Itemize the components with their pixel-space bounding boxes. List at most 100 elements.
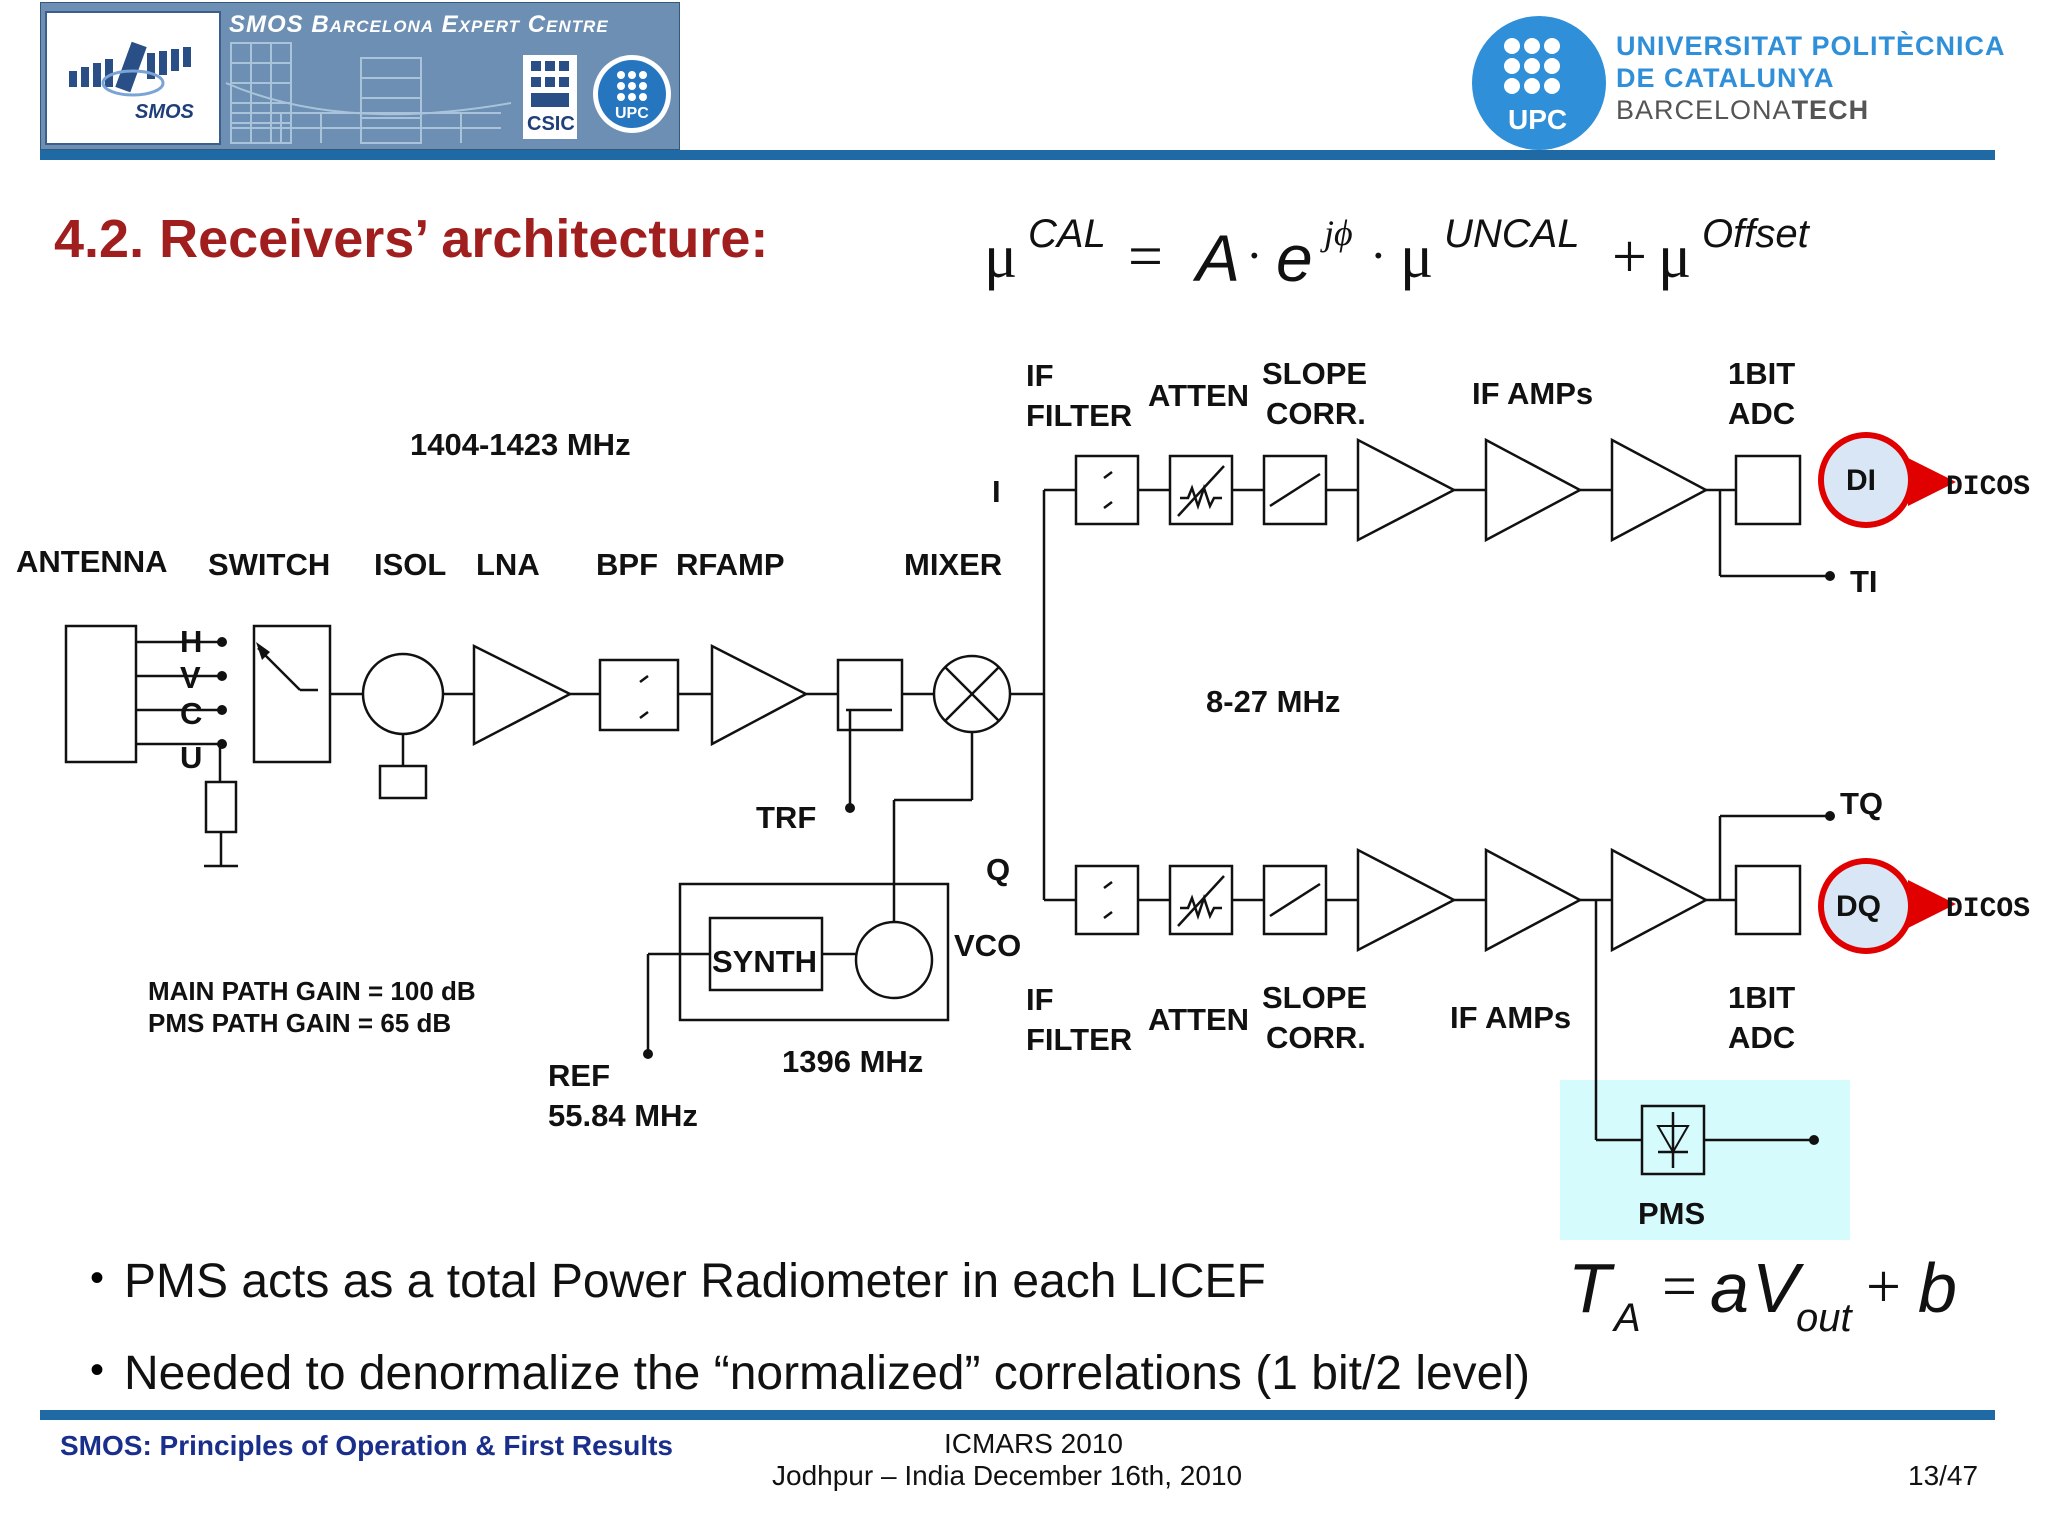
q-if-filter-label-1: IF	[1026, 982, 1054, 1017]
bpf-label: BPF	[596, 547, 658, 582]
main-gain-label: MAIN PATH GAIN = 100 dB	[148, 976, 476, 1006]
ta-A-sub: A	[1614, 1296, 1641, 1340]
isol-label: ISOL	[374, 547, 446, 582]
port-c-label: C	[180, 696, 202, 731]
eq-dot-1: ·	[1246, 227, 1263, 283]
csic-logo: CSIC	[523, 55, 577, 139]
vco-symbol	[854, 920, 934, 1000]
ta-V: V	[1752, 1249, 1799, 1327]
i-if-amp-1	[1356, 437, 1457, 543]
ta-plus: +	[1866, 1253, 1901, 1321]
q-if-filter-label-2: FILTER	[1026, 1022, 1132, 1057]
trf-label: TRF	[756, 800, 816, 835]
bpf-filter	[598, 658, 680, 732]
ta-b: b	[1918, 1249, 1957, 1327]
eq-plus: +	[1612, 223, 1647, 291]
ta-equals: =	[1662, 1253, 1697, 1321]
header-rule	[40, 150, 1995, 160]
eq-offset: Offset	[1702, 212, 1809, 256]
upc-dots-icon	[1504, 38, 1560, 94]
port-u-label: U	[180, 740, 202, 775]
i-if-amp-2	[1484, 437, 1583, 543]
q-slope-label-1: SLOPE	[1262, 980, 1367, 1015]
ta-out-sub: out	[1796, 1296, 1852, 1340]
lna-label: LNA	[476, 547, 540, 582]
page-title: 4.2. Receivers’ architecture:	[54, 209, 769, 269]
upc-logo: UPC	[1472, 16, 1606, 150]
eq-uncal: UNCAL	[1444, 212, 1580, 256]
bullet-dot: •	[90, 1256, 105, 1300]
eq-A: A	[1196, 221, 1241, 295]
port-h-label: H	[180, 624, 202, 659]
switch-block	[252, 624, 332, 764]
university-line3-b: TECH	[1791, 95, 1870, 125]
trf-coupler	[836, 658, 904, 732]
i-if-filter-label-1: IF	[1026, 358, 1054, 393]
load-resistor	[204, 780, 238, 834]
q-if-amp-1	[1356, 847, 1457, 953]
switch-label: SWITCH	[208, 547, 330, 582]
q-if-amp-3	[1610, 847, 1709, 953]
university-line1: UNIVERSITAT POLITÈCNICA	[1616, 31, 2006, 61]
dicos-label-q: DICOS	[1946, 894, 2030, 925]
di-label: DI	[1846, 464, 1876, 497]
bullet-dot: •	[90, 1348, 105, 1392]
upc-small-logo-text: UPC	[615, 105, 649, 122]
ta-T: T	[1568, 1249, 1611, 1327]
bullet-item: • Needed to denormalize the “normalized”…	[88, 1346, 1628, 1438]
dq-label: DQ	[1836, 890, 1881, 923]
calibration-equation: μ CAL = A · e jϕ · μ UNCAL + μ Offset	[984, 200, 1884, 300]
q-adc-label-2: ADC	[1728, 1020, 1795, 1055]
q-if-filter	[1074, 864, 1140, 936]
i-branch-label: I	[992, 474, 1001, 509]
lna-amplifier	[472, 643, 573, 747]
satellite-icon	[69, 41, 191, 97]
eq-mu-1: μ	[984, 223, 1018, 291]
antenna-label: ANTENNA	[16, 544, 168, 579]
rf-amplifier	[710, 643, 809, 747]
ti-label: TI	[1850, 564, 1878, 599]
rfamp-label: RFAMP	[676, 547, 785, 582]
bullet-list: • PMS acts as a total Power Radiometer i…	[88, 1254, 1628, 1438]
eq-jphi: jϕ	[1324, 213, 1353, 253]
building-graphic	[225, 42, 512, 144]
bullet-text-2: Needed to denormalize the “normalized” c…	[124, 1347, 1531, 1400]
lo-module-box	[678, 882, 950, 1022]
footer-conference: ICMARS 2010	[944, 1428, 1123, 1459]
q-if-amps-label: IF AMPs	[1450, 1000, 1571, 1035]
upc-dots-icon	[617, 71, 647, 101]
eq-mu-3: μ	[1658, 223, 1692, 291]
i-slope-label-1: SLOPE	[1262, 356, 1367, 391]
q-adc-label-1: 1BIT	[1728, 980, 1795, 1015]
footer-rule	[40, 1410, 1995, 1420]
smos-bec-banner: SMOS SMOS Barcelona Expert Centre CSIC U…	[40, 2, 680, 150]
rf-frequency-label: 1404-1423 MHz	[410, 427, 631, 462]
pms-gain-label: PMS PATH GAIN = 65 dB	[148, 1008, 451, 1038]
upc-small-logo: UPC	[593, 55, 671, 133]
synth-label: SYNTH	[712, 944, 817, 979]
banner-title: SMOS Barcelona Expert Centre	[229, 11, 609, 38]
ref-frequency-label: 55.84 MHz	[548, 1098, 698, 1133]
upc-logo-text: UPC	[1508, 104, 1568, 135]
i-if-filter	[1074, 454, 1140, 526]
bullet-item: • PMS acts as a total Power Radiometer i…	[88, 1254, 1628, 1346]
ta-a: a	[1710, 1249, 1749, 1327]
pms-equation: T A = a V out + b	[1568, 1238, 1988, 1348]
csic-emblem-icon	[531, 61, 569, 107]
i-if-amp-3	[1610, 437, 1709, 543]
i-adc-label-1: 1BIT	[1728, 356, 1795, 391]
i-atten-label: ATTEN	[1148, 378, 1249, 413]
i-adc	[1734, 454, 1802, 526]
eq-mu-2: μ	[1400, 223, 1434, 291]
q-slope-label-2: CORR.	[1266, 1020, 1366, 1055]
smos-logo: SMOS	[45, 11, 221, 145]
pms-label: PMS	[1638, 1196, 1705, 1231]
tq-label: TQ	[1840, 786, 1883, 821]
csic-logo-text: CSIC	[527, 113, 575, 135]
ref-label: REF	[548, 1058, 610, 1093]
i-if-filter-label-2: FILTER	[1026, 398, 1132, 433]
footer-location-date: Jodhpur – India December 16th, 2010	[772, 1460, 1243, 1491]
eq-equals: =	[1128, 223, 1163, 291]
q-adc	[1734, 864, 1802, 936]
